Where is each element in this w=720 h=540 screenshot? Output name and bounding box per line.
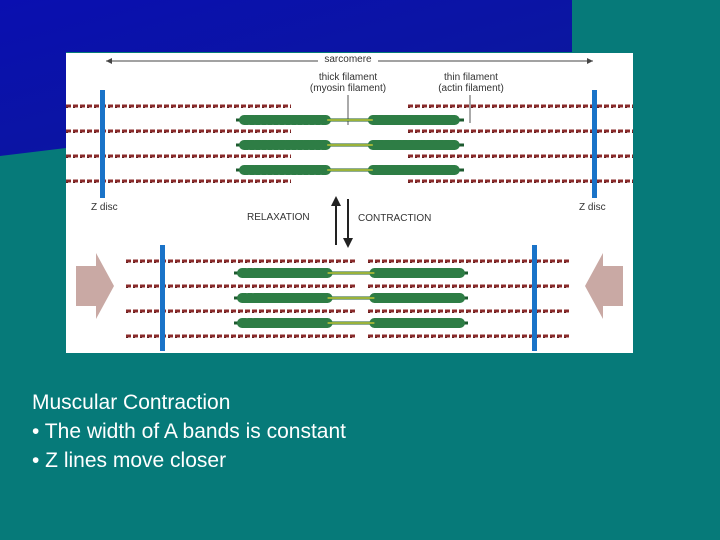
caption-bullet-2: • Z lines move closer: [32, 449, 226, 473]
z-disc-right: [592, 90, 597, 198]
contraction-arrow-right: [585, 253, 623, 319]
contraction-arrowhead: [343, 238, 353, 248]
caption-bullet-1: • The width of A bands is constant: [32, 420, 346, 444]
sarcomere-arrowhead-left: [106, 58, 112, 64]
z-disc-right-label: Z disc: [579, 202, 606, 213]
thick-filament-label: thick filament (myosin filament): [298, 72, 398, 94]
sarcomere-drawing: [66, 53, 633, 353]
thick-filament-label-line1: thick filament: [298, 72, 398, 83]
caption-title: Muscular Contraction: [32, 391, 230, 415]
z-disc-right-contracted: [532, 245, 537, 351]
sarcomere-label: sarcomere: [318, 54, 378, 65]
thin-filament-label-line1: thin filament: [421, 72, 521, 83]
thick-filament-label-line2: (myosin filament): [298, 83, 398, 94]
z-disc-left-label: Z disc: [91, 202, 118, 213]
sarcomere-diagram: sarcomere thick filament (myosin filamen…: [66, 53, 633, 353]
sarcomere-arrowhead-right: [587, 58, 593, 64]
relaxation-label: RELAXATION: [247, 212, 310, 223]
z-disc-left-contracted: [160, 245, 165, 351]
thin-filament-label: thin filament (actin filament): [421, 72, 521, 94]
z-disc-left: [100, 90, 105, 198]
relaxation-arrowhead: [331, 196, 341, 206]
thin-filament-label-line2: (actin filament): [421, 83, 521, 94]
contraction-label: CONTRACTION: [358, 213, 431, 224]
contraction-arrow-left: [76, 253, 114, 319]
